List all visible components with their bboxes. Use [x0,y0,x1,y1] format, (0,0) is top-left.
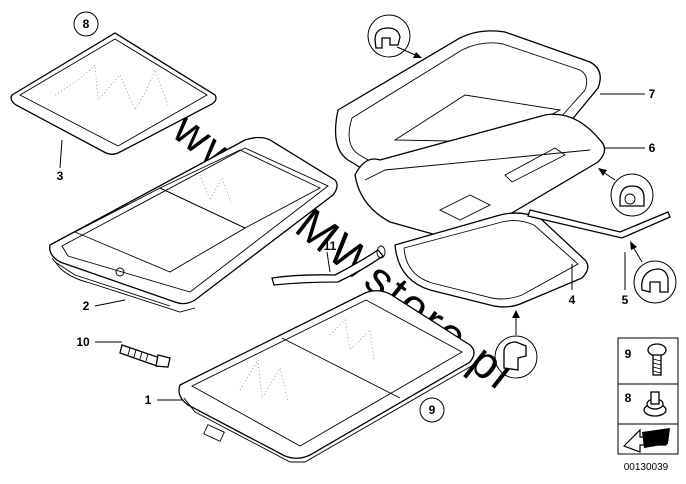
nut-icon [643,391,667,417]
callout-1[interactable]: 1 [145,393,152,407]
callout-11[interactable]: 11 [324,239,337,253]
sunroof-frame[interactable] [49,136,338,313]
callout-8[interactable]: 8 [73,11,99,37]
callout-4[interactable]: 4 [569,293,576,307]
callout-2[interactable]: 2 [83,299,90,313]
seal-profile-detail-6 [610,173,654,217]
callout-9[interactable]: 9 [419,397,445,423]
screw-icon [647,343,667,376]
seal-profile-detail-7 [367,14,411,58]
svg-text:8: 8 [83,17,90,31]
catalog-number: 00130039 [624,462,669,473]
legend-arrow [617,423,679,455]
drain-hose[interactable] [271,245,386,286]
inner-seal[interactable] [394,212,589,308]
callout-3[interactable]: 3 [57,169,64,183]
glass-panel[interactable] [178,290,476,463]
svg-text:9: 9 [625,347,632,361]
guide-pin[interactable] [119,344,171,368]
callout-5[interactable]: 5 [622,293,629,307]
seal-profile-detail-4 [494,335,538,379]
callout-7[interactable]: 7 [649,87,656,101]
seal-profile-detail-5 [633,260,677,304]
edge-strip[interactable] [527,209,671,239]
callout-6[interactable]: 6 [649,141,656,155]
legend-nut: 8 [617,383,679,425]
direction-arrow-icon [622,428,670,453]
seal-tray[interactable] [354,113,606,237]
svg-text:9: 9 [429,403,436,417]
callout-10[interactable]: 10 [76,335,90,349]
headliner-panel[interactable] [10,32,217,155]
leader-lines [59,46,645,401]
svg-text:8: 8 [625,391,632,405]
legend-screw: 9 [617,337,679,385]
